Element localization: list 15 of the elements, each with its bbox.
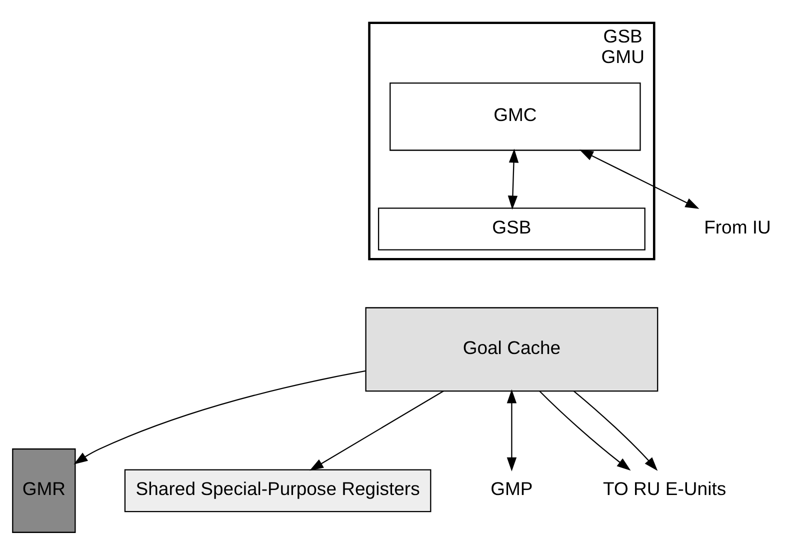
- arrow: [310, 390, 444, 471]
- arrow: [579, 150, 700, 209]
- node-box: Shared Special-Purpose Registers: [124, 469, 432, 512]
- node-box: GMR: [12, 448, 76, 533]
- arrow: [508, 148, 519, 210]
- node-text: TO RU E-Units: [603, 478, 726, 500]
- node-box: GSB: [378, 208, 646, 250]
- arrow: [574, 390, 658, 471]
- arrow: [506, 389, 517, 472]
- node-text: From IU: [704, 216, 771, 238]
- node-box: Goal Cache: [365, 307, 658, 392]
- node-text: GMP: [490, 478, 533, 500]
- node-box: GMC: [390, 82, 641, 151]
- arrow: [74, 370, 366, 464]
- arrow: [539, 390, 631, 471]
